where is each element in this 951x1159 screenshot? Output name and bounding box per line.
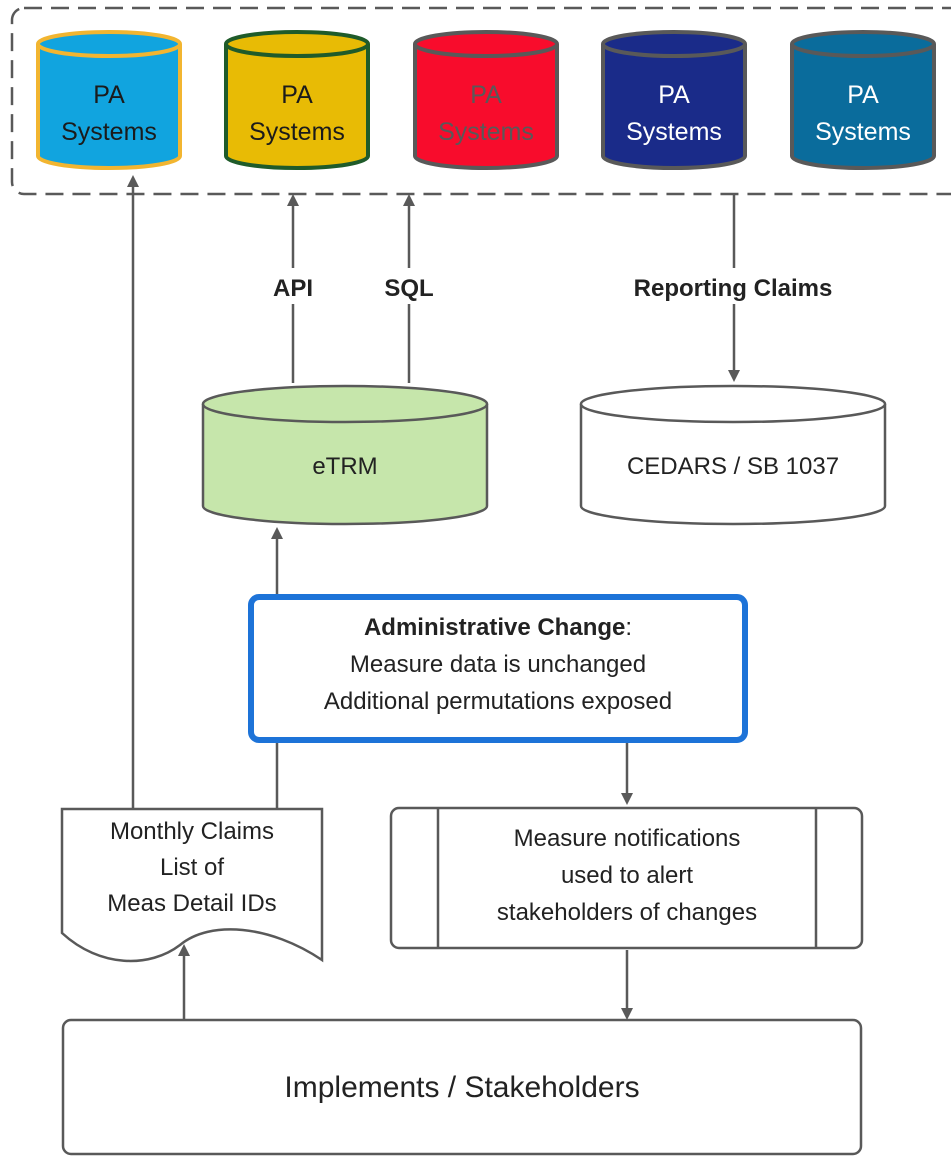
edge-label-sql: SQL xyxy=(384,275,433,302)
implements-label: Implements / Stakeholders xyxy=(284,1071,639,1104)
cedars-label: CEDARS / SB 1037 xyxy=(627,453,839,480)
pa-systems-line-1: PA xyxy=(281,81,313,109)
admin-change-title: Administrative Change xyxy=(364,614,625,641)
notifications-line-3: stakeholders of changes xyxy=(497,899,757,926)
monthly-claims-line-1: Monthly Claims xyxy=(110,818,274,845)
monthly-claims-document: Monthly Claims List of Meas Detail IDs xyxy=(60,807,324,963)
pa-systems-line-2: Systems xyxy=(626,118,722,146)
pa-systems-cylinder-2: PA Systems xyxy=(224,30,370,170)
etrm-label: eTRM xyxy=(312,453,377,480)
measure-notifications-process: Measure notifications used to alert stak… xyxy=(389,806,864,950)
pa-systems-line-1: PA xyxy=(847,81,879,109)
pa-systems-cylinder-5: PA Systems xyxy=(790,30,936,170)
administrative-change-box: Administrative Change: Measure data is u… xyxy=(248,594,748,743)
edge-label-reporting-claims: Reporting Claims xyxy=(634,275,833,302)
etrm-database: eTRM xyxy=(201,384,489,526)
implements-stakeholders-box: Implements / Stakeholders xyxy=(61,1018,863,1156)
monthly-claims-line-3: Meas Detail IDs xyxy=(107,890,276,917)
pa-systems-line-1: PA xyxy=(658,81,690,109)
pa-systems-row: PA Systems PA Systems PA Systems PA Systems PA Sy… xyxy=(36,30,936,170)
pa-systems-cylinder-3: PA Systems xyxy=(413,30,559,170)
pa-systems-group-boundary xyxy=(10,6,951,196)
admin-change-title-colon: : xyxy=(625,614,632,641)
pa-systems-line-2: Systems xyxy=(815,118,911,146)
svg-text:Administrative Change:: Administrative Change: xyxy=(364,614,632,641)
pa-systems-line-2: Systems xyxy=(61,118,157,146)
monthly-claims-line-2: List of xyxy=(160,854,224,881)
pa-systems-line-1: PA xyxy=(470,81,502,109)
pa-systems-cylinder-4: PA Systems xyxy=(601,30,747,170)
admin-change-line-3: Additional permutations exposed xyxy=(324,688,672,715)
pa-systems-line-1: PA xyxy=(93,81,125,109)
edge-label-api: API xyxy=(273,275,313,302)
admin-change-line-2: Measure data is unchanged xyxy=(350,651,646,678)
notifications-line-2: used to alert xyxy=(561,862,693,889)
pa-systems-cylinder-1: PA Systems xyxy=(36,30,182,170)
cedars-database: CEDARS / SB 1037 xyxy=(579,384,887,526)
pa-systems-line-2: Systems xyxy=(249,118,345,146)
notifications-line-1: Measure notifications xyxy=(514,825,741,852)
pa-systems-line-2: Systems xyxy=(438,118,534,146)
